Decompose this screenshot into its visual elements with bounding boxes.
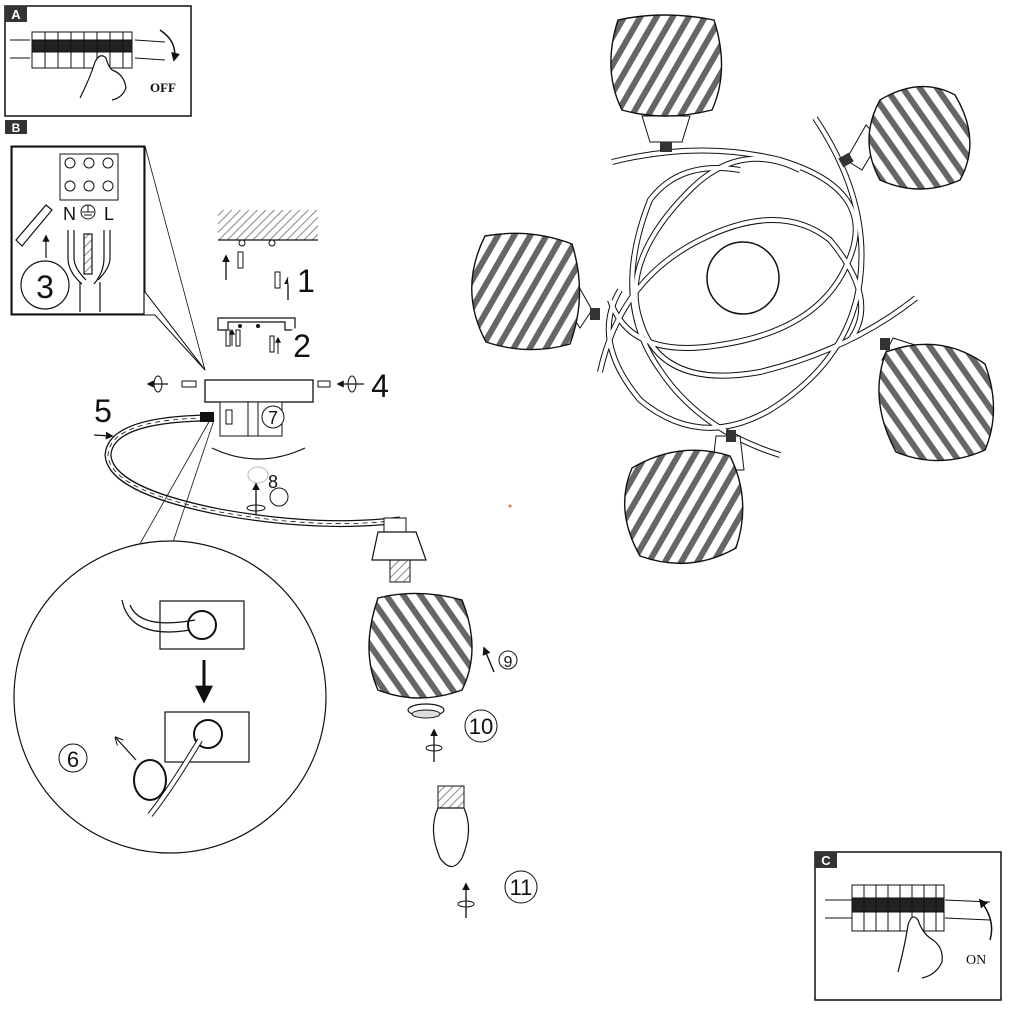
panel-a-tag xyxy=(5,6,27,22)
rotate-up-arrow-icon xyxy=(978,898,993,941)
screwdriver-icon xyxy=(15,204,53,247)
wall-plug-icon xyxy=(237,251,281,289)
step-2-label: 2 xyxy=(293,328,311,364)
side-screw-right-icon xyxy=(317,375,370,393)
step-9-label: 9 xyxy=(504,654,513,671)
panel-c-switch-on: C ON xyxy=(814,851,1002,1001)
cable-grommet-detail: 6 xyxy=(13,419,327,854)
panel-a-switch-off: A OFF xyxy=(4,5,192,117)
breaker-strip-icon xyxy=(10,31,166,69)
panel-b-tag-label: B xyxy=(12,121,21,135)
step-4-label: 4 xyxy=(371,368,389,404)
shade-top xyxy=(610,14,723,152)
step-1-label: 1 xyxy=(297,263,315,299)
step-5-label: 5 xyxy=(94,393,112,429)
step-7-label: 7 xyxy=(268,408,278,428)
candle-bulb-icon xyxy=(432,785,470,868)
side-screw-left-icon xyxy=(146,375,197,393)
step-8-label: 8 xyxy=(268,472,278,492)
panel-b-tag xyxy=(5,120,27,134)
panel-a-tag-label: A xyxy=(11,7,21,22)
screw-icon xyxy=(225,329,275,353)
shade-step: 9 10 11 xyxy=(368,592,538,918)
live-terminal-label: L xyxy=(104,204,114,224)
mounting-bracket-step: 2 xyxy=(217,317,320,364)
hand-icon-on xyxy=(897,916,943,979)
breaker-strip-on-icon xyxy=(825,884,991,932)
ceiling-mount-step: 1 xyxy=(218,210,324,300)
panel-c-on-label: ON xyxy=(966,953,986,968)
arm-step: 5 xyxy=(93,393,427,583)
panel-c-tag-label: C xyxy=(821,853,831,868)
rotate-down-arrow-icon xyxy=(159,29,180,62)
supply-wires-icon xyxy=(67,230,111,312)
accent-dot xyxy=(508,504,512,508)
terminal-block-detail: N L 3 xyxy=(10,145,206,371)
shade-upper-right xyxy=(838,85,971,190)
hand-icon xyxy=(79,55,127,101)
step-3-label: 3 xyxy=(36,269,54,305)
shade-right xyxy=(878,337,995,462)
panel-a-off-label: OFF xyxy=(150,80,176,95)
earth-ground-icon xyxy=(80,204,96,220)
panel-c-tag xyxy=(815,852,837,868)
assembled-chandelier xyxy=(471,14,995,564)
step-11-label: 11 xyxy=(510,875,533,900)
neutral-terminal-label: N xyxy=(63,204,76,224)
shade-left xyxy=(471,232,600,351)
shade-bottom xyxy=(623,430,745,564)
step-6-label: 6 xyxy=(67,747,79,772)
terminal-block-icon xyxy=(59,153,119,201)
step-10-label: 10 xyxy=(469,714,493,739)
canopy-step: 4 7 8 xyxy=(146,368,396,516)
